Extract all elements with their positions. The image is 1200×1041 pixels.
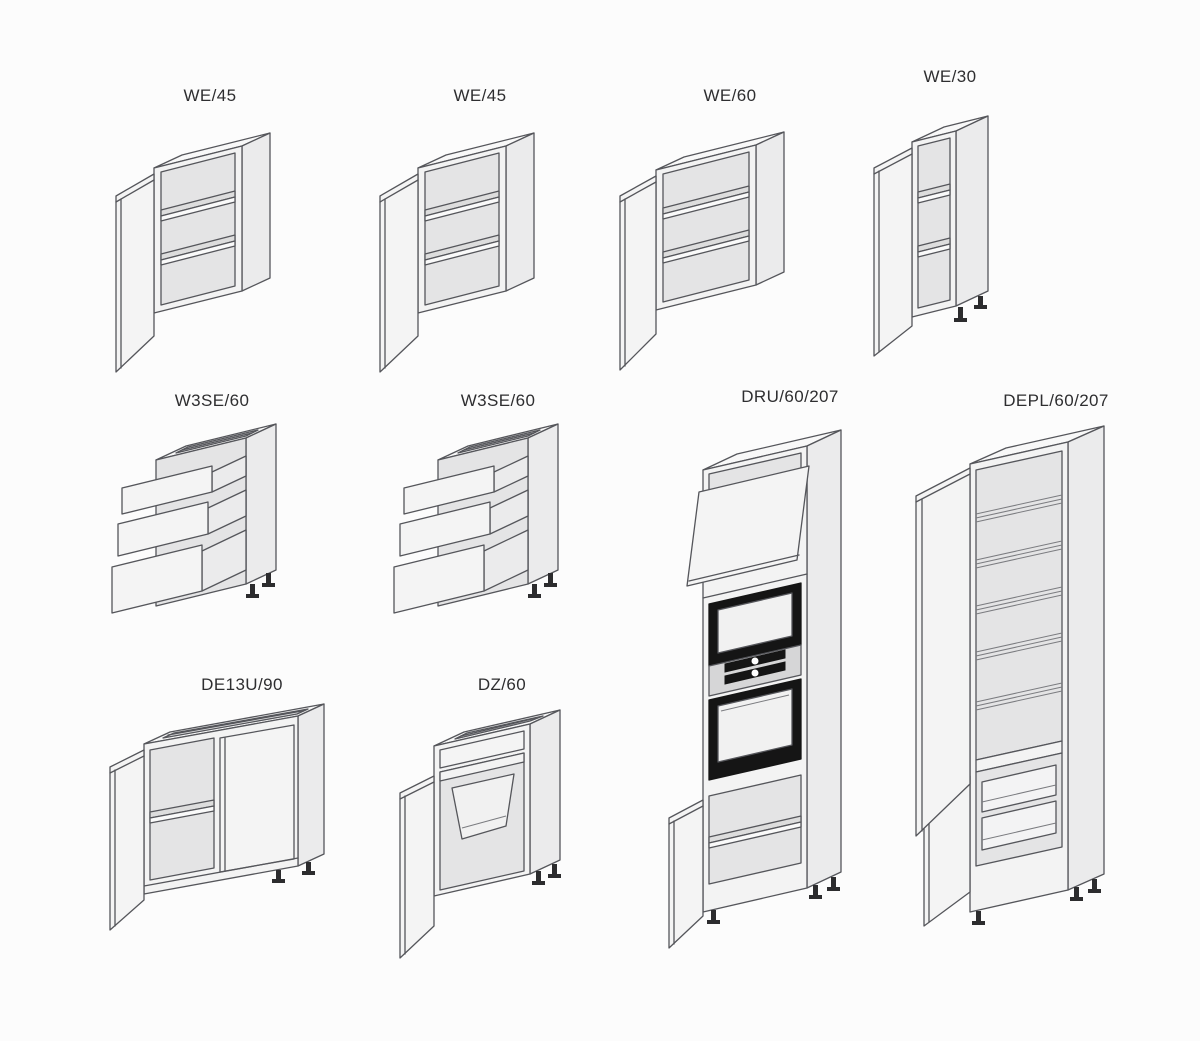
wire-shelf — [975, 682, 1063, 711]
fridge-housing-cabinet-drawing — [915, 425, 1105, 927]
freezer-basket — [981, 800, 1057, 851]
adjustable-feet — [954, 296, 987, 322]
plinth — [143, 857, 299, 887]
drawer-bottom — [393, 529, 529, 614]
cabinet-carcass — [911, 115, 989, 318]
blind-panel — [219, 724, 295, 873]
wire-shelf — [975, 632, 1063, 661]
shelf — [917, 183, 951, 204]
adjustable-feet — [272, 862, 315, 883]
adjustable-feet — [532, 864, 561, 885]
cabinet-label: WE/30 — [923, 67, 977, 86]
fridge-door — [915, 467, 971, 837]
open-door — [109, 749, 145, 931]
shelf — [662, 185, 750, 220]
cabinet-carcass — [153, 132, 271, 314]
shelf — [424, 190, 500, 222]
cabinet-carcass — [417, 132, 535, 314]
wire-shelf — [975, 494, 1063, 523]
open-door — [399, 775, 435, 959]
open-door — [668, 799, 704, 949]
cabinet-carcass — [655, 131, 785, 311]
adjustable-feet — [707, 877, 840, 924]
drawer-bottom — [111, 529, 247, 614]
cabinet-label: DRU/60/207 — [741, 387, 839, 406]
corner-base-cabinet-drawing — [109, 703, 325, 931]
wire-shelf — [975, 540, 1063, 569]
shelf — [160, 190, 236, 222]
cabinet-label: DEPL/60/207 — [1003, 391, 1109, 410]
freezer-basket — [981, 764, 1057, 813]
false-front-rail — [439, 730, 525, 769]
cabinet-label: DZ/60 — [477, 675, 527, 694]
drawer-middle — [399, 489, 529, 557]
sink-compartment — [439, 752, 525, 891]
drawer-top — [121, 455, 247, 515]
drawer-base-cabinet-drawing-2 — [393, 423, 559, 614]
open-door — [873, 147, 913, 357]
cabinet-label: WE/60 — [703, 86, 757, 105]
narrow-cabinet-drawing — [873, 115, 989, 357]
cabinet-label: DE13U/90 — [201, 675, 283, 694]
drawer-top — [403, 455, 529, 515]
shelf — [424, 234, 500, 266]
shelf — [917, 237, 951, 258]
adjustable-feet — [528, 573, 557, 598]
sink-bowl — [451, 773, 515, 840]
wire-shelf — [975, 586, 1063, 615]
flip-up-door — [686, 465, 810, 587]
oven — [708, 678, 802, 781]
cabinet-label: W3SE/60 — [460, 391, 536, 410]
fridge-interior — [975, 450, 1063, 761]
oven-housing-cabinet-drawing — [668, 429, 842, 949]
open-door — [619, 175, 657, 371]
cabinet-label: W3SE/60 — [174, 391, 250, 410]
open-door — [115, 173, 155, 373]
adjustable-feet — [246, 573, 275, 598]
cabinet-label: WE/45 — [183, 86, 237, 105]
sink-base-cabinet-drawing — [399, 709, 561, 959]
drawer-base-cabinet-drawing-1 — [111, 423, 277, 614]
open-door — [379, 173, 419, 373]
wall-cabinet-wide-drawing — [619, 131, 785, 371]
drawer-middle — [117, 489, 247, 557]
bottom-compartment — [708, 774, 802, 885]
microwave — [708, 582, 802, 667]
door-opening — [149, 737, 215, 881]
wall-cabinet-drawing-1 — [115, 132, 271, 373]
shelf — [160, 234, 236, 266]
shelf — [662, 229, 750, 264]
control-panel — [708, 644, 802, 697]
wall-cabinet-drawing-2 — [379, 132, 535, 373]
cabinet-label: WE/45 — [453, 86, 507, 105]
freezer-interior — [975, 752, 1063, 867]
adjustable-feet — [972, 879, 1101, 925]
